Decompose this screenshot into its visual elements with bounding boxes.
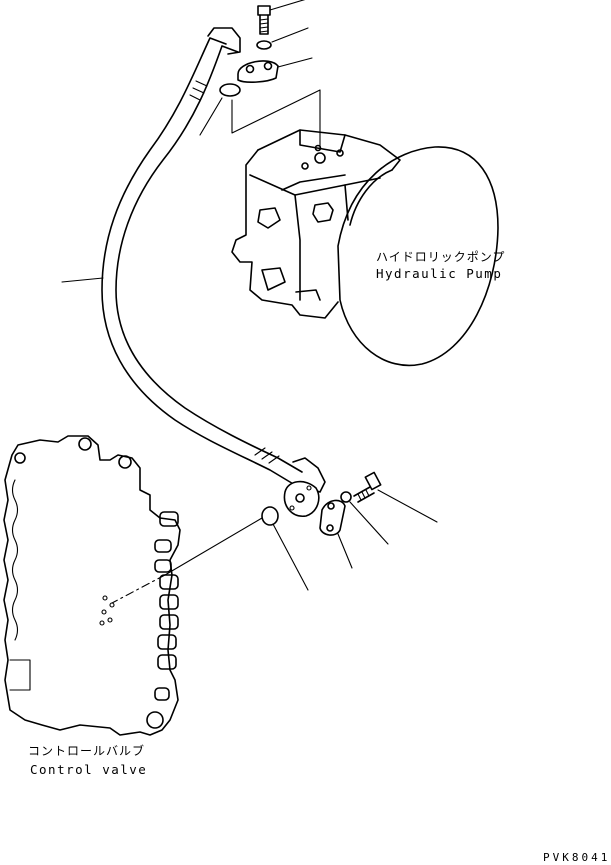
washer-top <box>256 40 272 50</box>
pump-label-jp: ハイドロリックポンプ <box>376 250 505 264</box>
washer-bottom <box>340 491 352 503</box>
split-flange-bottom <box>319 499 346 536</box>
split-flange-top <box>237 60 279 83</box>
valve-label-jp: コントロールバルブ <box>28 743 145 758</box>
hydraulic-hose <box>101 27 326 493</box>
drawing-code: PVK8041 <box>543 851 610 864</box>
o-ring-top <box>219 83 241 97</box>
control-valve <box>3 435 181 736</box>
bottom-fittings <box>111 471 438 604</box>
hose-flange <box>283 480 320 517</box>
hydraulic-pump <box>231 89 499 367</box>
bolt-top <box>257 5 271 35</box>
valve-label-en: Control valve <box>30 762 147 777</box>
bolt-bottom <box>353 471 382 503</box>
o-ring-bottom <box>261 506 279 526</box>
pump-label-en: Hydraulic Pump <box>376 266 502 281</box>
valve-ports <box>146 511 179 729</box>
top-fittings <box>199 0 313 136</box>
hose-leader <box>61 277 104 283</box>
